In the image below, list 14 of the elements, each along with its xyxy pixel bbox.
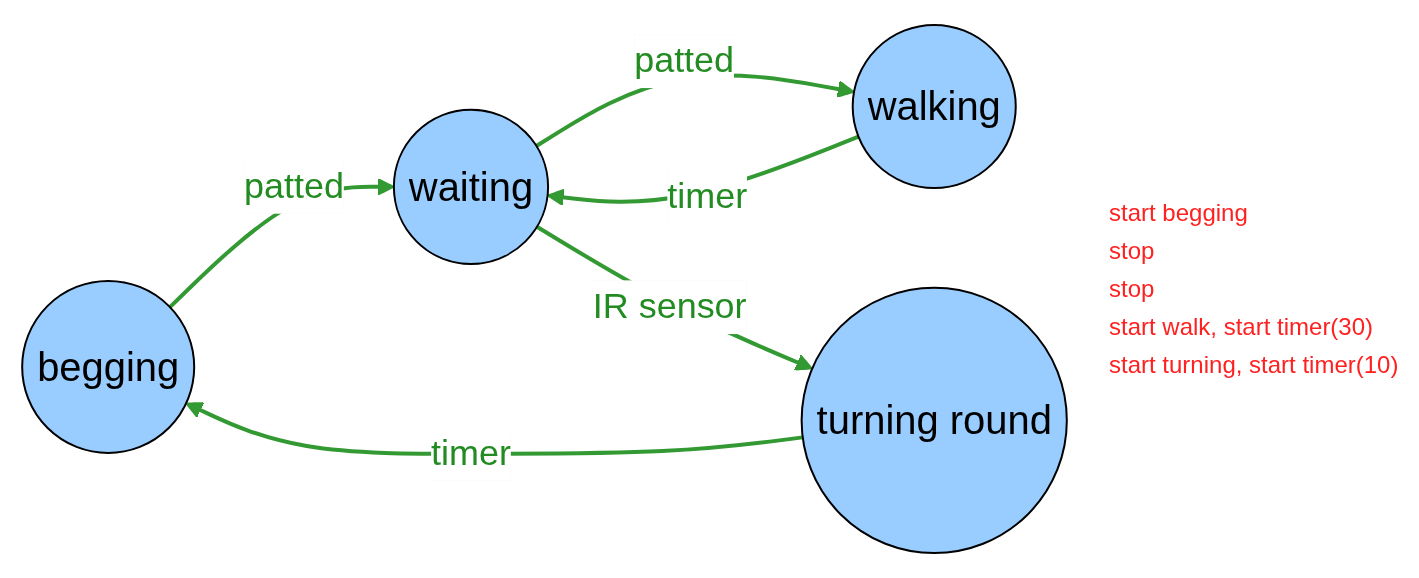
edge-label: timer	[667, 170, 748, 224]
edge-label: patted	[634, 34, 735, 89]
action-label: start begging	[1109, 199, 1249, 227]
edge-label: IR sensor	[592, 280, 747, 335]
state-circle: begging	[21, 279, 196, 454]
edge-label: patted	[244, 159, 344, 214]
state-circle: turning round	[800, 286, 1068, 555]
state-circle: waiting	[392, 108, 550, 265]
action-label: stop	[1109, 275, 1156, 303]
edge-label: timer	[431, 426, 511, 481]
action-label: start walk, start timer(30)	[1109, 313, 1375, 341]
state-circle: walking	[851, 23, 1017, 190]
action-label: stop	[1109, 237, 1156, 265]
action-label: start turning, start timer(10)	[1109, 351, 1399, 379]
